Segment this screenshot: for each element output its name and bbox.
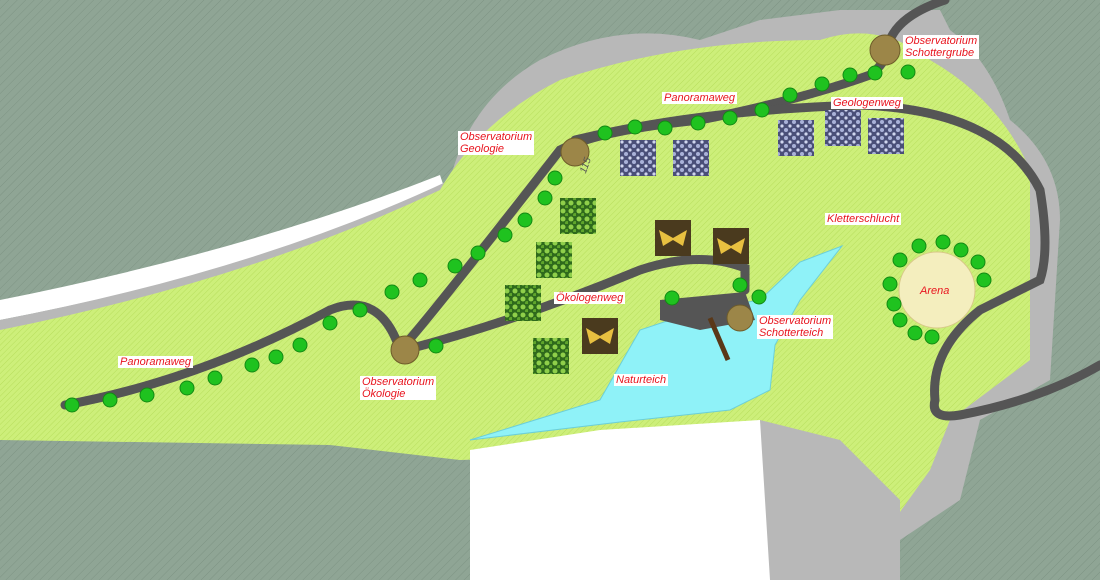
observatory-schottergrube [869, 34, 901, 66]
tree-icon [268, 349, 284, 365]
tree-icon [970, 254, 986, 270]
label-observatorium-oekologie: Observatorium Ökologie [360, 376, 437, 400]
tree-icon [754, 102, 770, 118]
tree-icon [690, 115, 706, 131]
gravel-tile [673, 140, 709, 176]
vegetation-tile [505, 285, 541, 321]
label-observatorium-schotterteich: Observatorium Schotterteich [757, 315, 834, 339]
tree-icon [470, 245, 486, 261]
tree-icon [322, 315, 338, 331]
tree-icon [882, 276, 898, 292]
tree-icon [924, 329, 940, 345]
arena-circle [898, 251, 976, 329]
tree-icon [911, 238, 927, 254]
label-observatorium-geologie: Observatorium Geologie [458, 131, 535, 155]
butterfly-wings [586, 328, 614, 344]
tree-icon [179, 380, 195, 396]
white-lowland [470, 420, 780, 580]
tree-icon [428, 338, 444, 354]
rock-tiles [505, 110, 904, 374]
tree-icon [102, 392, 118, 408]
tree-icon [537, 190, 553, 206]
trees [64, 64, 992, 413]
tree-icon [842, 67, 858, 83]
butterfly-wings [659, 230, 687, 246]
geologenweg-path [570, 100, 1100, 421]
tree-icon [664, 290, 680, 306]
tree-icon [782, 87, 798, 103]
white-strip [0, 175, 445, 320]
tree-icon [814, 76, 830, 92]
label-oekologenweg: Ökologenweg [554, 292, 626, 304]
tree-icon [517, 212, 533, 228]
tree-icon [907, 325, 923, 341]
label-panoramaweg-left: Panoramaweg [118, 356, 193, 368]
tree-icon [751, 289, 767, 305]
observatory-geologie [560, 137, 590, 167]
butterfly-wings [717, 238, 745, 254]
tree-icon [722, 110, 738, 126]
observatory-schotterteich [726, 304, 754, 332]
tree-icon [497, 227, 513, 243]
label-arena: Arena [920, 285, 950, 297]
naturteich-pond [469, 244, 844, 441]
label-geologenweg: Geologenweg [831, 97, 903, 109]
tree-icon [900, 64, 916, 80]
tree-icon [64, 397, 80, 413]
gravel-tile [778, 120, 814, 156]
tree-icon [244, 357, 260, 373]
observatories [390, 34, 901, 365]
tree-icon [627, 119, 643, 135]
tree-icon [207, 370, 223, 386]
tree-icon [384, 284, 400, 300]
tree-icon [292, 337, 308, 353]
tree-icon [547, 170, 563, 186]
tree-icon [892, 312, 908, 328]
gravel-tile [825, 110, 861, 146]
tree-icon [352, 302, 368, 318]
tree-icon [447, 258, 463, 274]
tree-icon [953, 242, 969, 258]
tree-icon [976, 272, 992, 288]
label-kletterschlucht: Kletterschlucht [825, 213, 902, 225]
tree-icon [732, 277, 748, 293]
vegetation-tile [560, 198, 596, 234]
vegetation-tile [533, 338, 569, 374]
tree-icon [657, 120, 673, 136]
tree-icon [935, 234, 951, 250]
vegetation-tile [536, 242, 572, 278]
pier [707, 317, 731, 361]
tree-icon [139, 387, 155, 403]
label-naturteich: Naturteich [614, 374, 669, 386]
observatory-oekologie [390, 335, 420, 365]
tree-icon [886, 296, 902, 312]
tree-icon [892, 252, 908, 268]
tree-icon [412, 272, 428, 288]
tree-icon [867, 65, 883, 81]
label-panoramaweg-top: Panoramaweg [662, 92, 737, 104]
gravel-tile [868, 118, 904, 154]
label-observatorium-schottergrube: Observatorium Schottergrube [903, 35, 980, 59]
gravel-tile [620, 140, 656, 176]
tree-icon [597, 125, 613, 141]
